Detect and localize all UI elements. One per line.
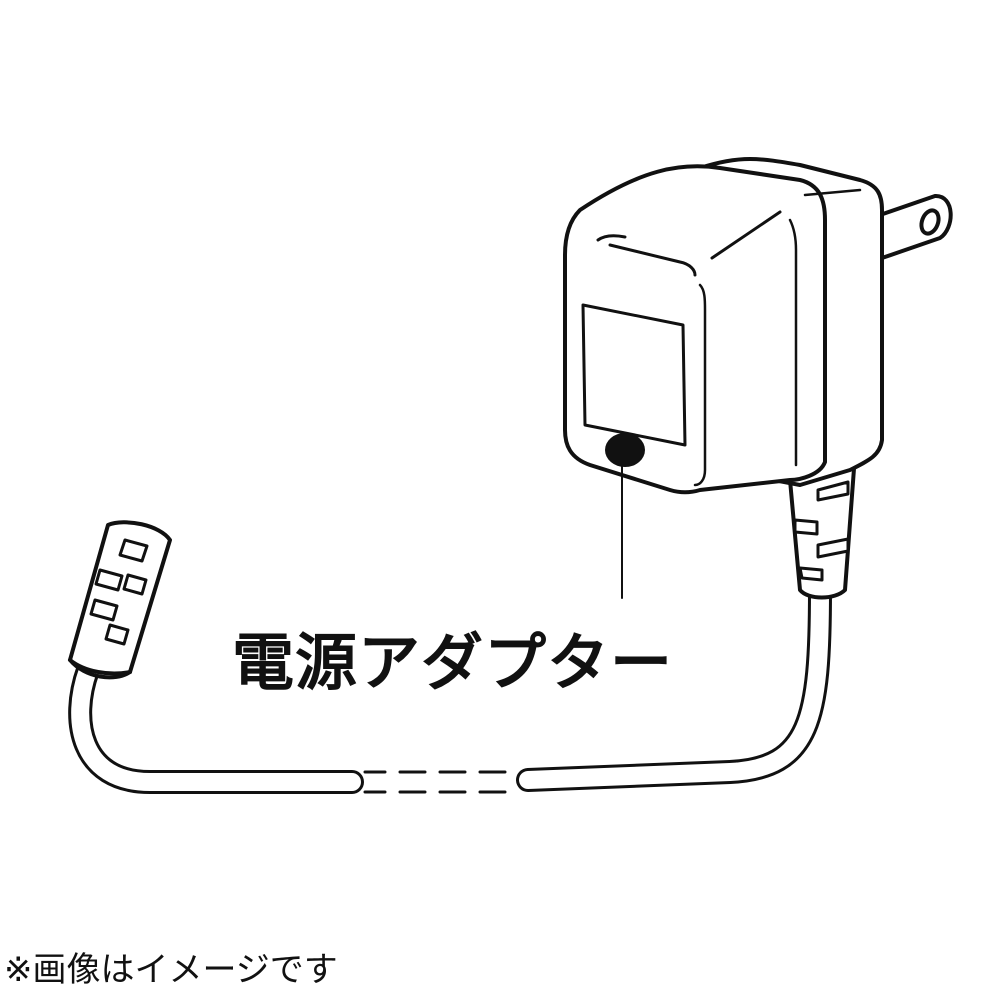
cable — [68, 578, 832, 794]
cable-break-dashes — [363, 770, 507, 794]
strain-relief — [788, 453, 857, 600]
dc-plug — [68, 520, 172, 680]
plug-prong — [878, 193, 953, 260]
adapter-label: 電源アダプター — [232, 626, 674, 699]
image-disclaimer: ※画像はイメージです — [4, 950, 338, 990]
indicator-dot — [605, 433, 645, 467]
adapter-body — [563, 157, 884, 599]
label-panel — [581, 303, 687, 447]
